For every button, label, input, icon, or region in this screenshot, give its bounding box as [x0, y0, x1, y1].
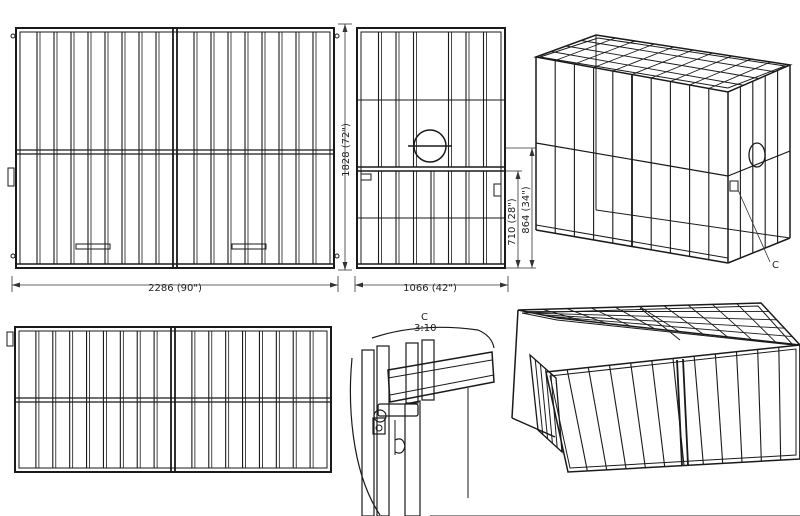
iso-open-roof-bar [639, 306, 680, 332]
door-upper-height-label: 864 (34") [521, 186, 532, 233]
isometric-open-end-bars [534, 359, 558, 448]
iso-open-door-bar [545, 368, 553, 444]
iso-open-front-bar [693, 356, 704, 465]
door-lower-height-label: 710 (28") [507, 198, 518, 245]
iso-open-front-bar [630, 362, 646, 468]
iso-open-front-bar [587, 367, 608, 470]
isometric-view-open [430, 302, 800, 516]
detail-letter: C [421, 312, 428, 323]
iso-open-door-bar [534, 359, 544, 435]
iso-open-front-bar [778, 347, 782, 461]
latch-left-edge [7, 167, 15, 187]
iso-open-front-bar [714, 353, 724, 464]
height-label: 1828 (72") [341, 123, 352, 177]
floor-slot-left [75, 243, 111, 250]
iso-roof-rail [580, 40, 775, 73]
side-vertical-bars [377, 32, 487, 264]
callout-c-marker: C [772, 260, 779, 271]
isometric-neck-ring [748, 142, 766, 168]
iso-open-roof-rail [549, 315, 793, 338]
plan-view [6, 326, 332, 473]
isometric-open-roof-grid [525, 303, 793, 343]
isometric-open-front-bars [566, 347, 782, 472]
iso-open-roof-rail [533, 312, 777, 321]
plan-latch [6, 331, 14, 347]
latch-bolt-detail [372, 403, 419, 455]
iso-open-front-bar [735, 351, 743, 463]
iso-open-roof-bar [687, 304, 728, 338]
front-width-label: 2286 (90") [148, 283, 202, 294]
neck-ring [408, 129, 452, 163]
iso-roof-rail [565, 45, 760, 79]
iso-roof-rail [550, 51, 744, 86]
iso-open-roof-bar [712, 304, 752, 340]
plan-vertical-bars [35, 331, 314, 468]
iso-open-front-bar [651, 360, 666, 467]
front-width-dimension: 2286 (90") [11, 276, 339, 294]
front-vertical-bars [36, 32, 317, 264]
isometric-roof-grid [550, 37, 775, 89]
floor-slot-right [231, 243, 267, 250]
door-hinge [360, 173, 372, 181]
isometric-latch [729, 180, 739, 192]
isometric-view-closed: C [533, 34, 793, 271]
side-elevation-view [356, 27, 506, 269]
isometric-front-bars [554, 60, 710, 260]
iso-open-roof-rail [541, 314, 785, 329]
iso-open-roof-bar [614, 306, 656, 330]
detail-c-view: C 3:10 [349, 312, 495, 516]
iso-open-front-bar [566, 369, 588, 472]
isometric-side-bars [739, 70, 779, 258]
door-height-dimensions: 710 (28") 864 (34") [506, 147, 536, 269]
iso-open-roof-bar [663, 305, 704, 335]
iso-open-roof-bar [736, 303, 777, 343]
iso-open-door-bar [550, 373, 558, 448]
height-dimension: 1828 (72") [338, 23, 352, 271]
door-latch [493, 183, 502, 197]
iso-open-front-bar [672, 358, 685, 466]
iso-open-front-bar [757, 349, 762, 462]
front-elevation-view [7, 27, 340, 269]
side-width-label: 1066 (42") [403, 283, 457, 294]
iso-open-roof-bar [590, 307, 631, 327]
iso-open-front-bar [608, 365, 627, 469]
iso-open-door-bar [539, 364, 549, 439]
detail-scale: 3:10 [414, 323, 436, 334]
side-width-dimension: 1066 (42") [354, 276, 509, 294]
